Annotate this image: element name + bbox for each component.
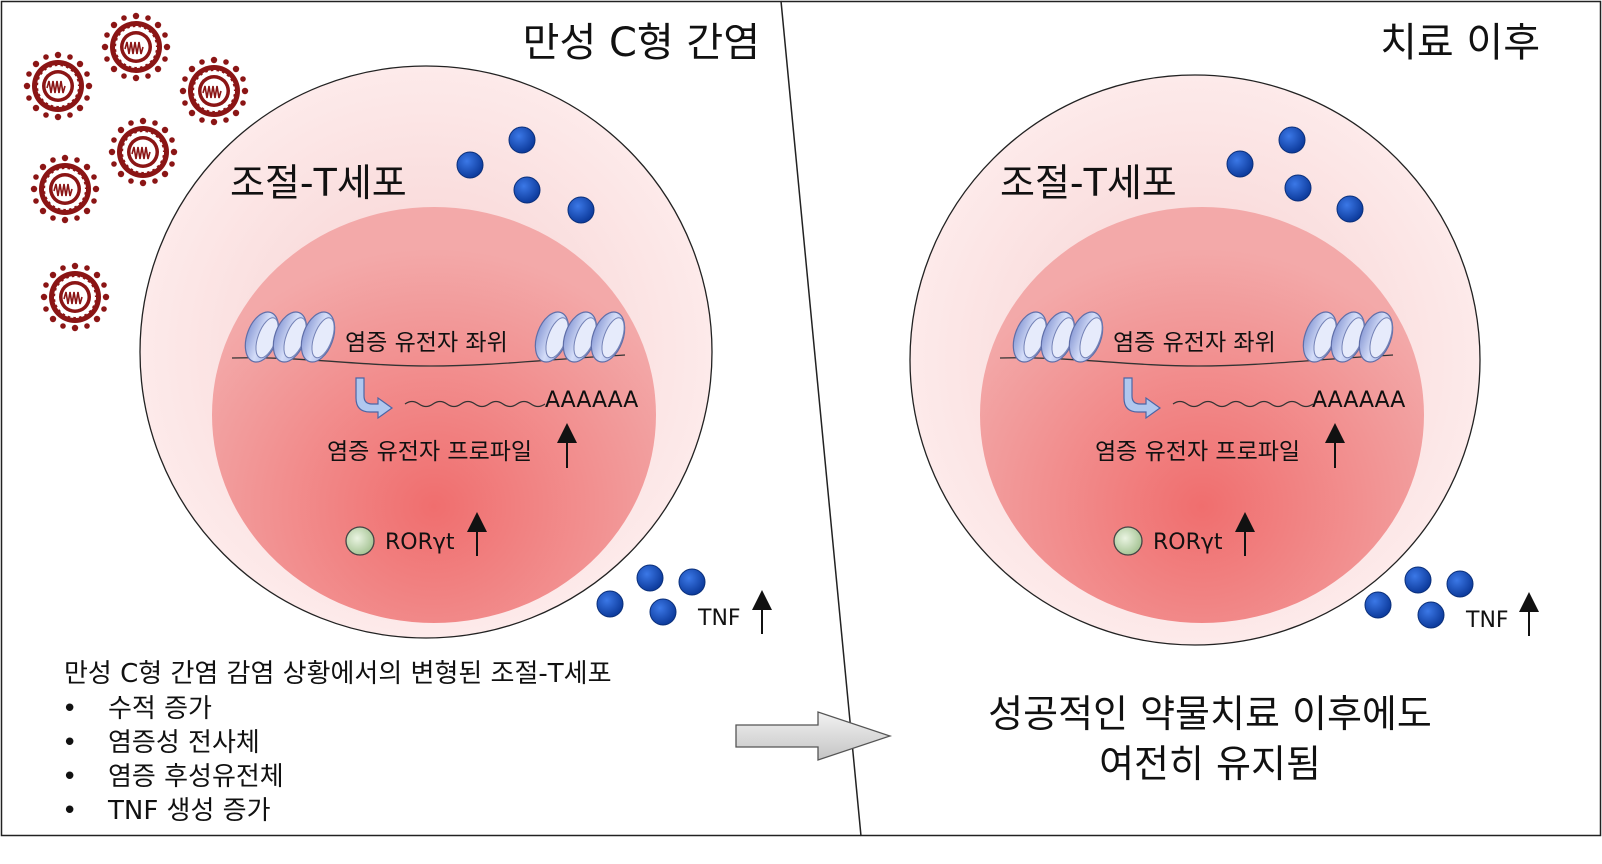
- virus-icon: [178, 55, 250, 127]
- polya-tail: AAAAAA: [545, 388, 638, 413]
- virus-icon: [39, 261, 111, 333]
- polya-tail: AAAAAA: [1312, 388, 1405, 413]
- rorgt-dot: [345, 526, 375, 556]
- rorgt-label: RORγt: [1153, 530, 1223, 555]
- summary-bullet: 수적 증가: [108, 694, 212, 724]
- locus-label: 염증 유전자 좌위: [345, 330, 508, 356]
- tnf-label: TNF: [697, 606, 741, 631]
- virus-icon: [22, 50, 94, 122]
- mrna-strand: [404, 400, 546, 408]
- summary-block: 만성 C형 간염 감염 상황에서의 변형된 조절-T세포 • 수적 증가 • 염…: [62, 659, 612, 826]
- summary-bullet: TNF 생성 증가: [107, 796, 271, 826]
- virus-icon: [29, 153, 101, 225]
- bullet-dot: •: [62, 694, 77, 724]
- tnf-dots: [1364, 566, 1474, 629]
- bullet-dot: •: [62, 728, 77, 758]
- right-panel-title: 치료 이후: [1380, 20, 1540, 66]
- cytokine-dots-top: [456, 126, 595, 224]
- summary-bullet: 염증성 전사체: [108, 728, 260, 758]
- right-treg-cell: 조절-T세포 염증 유전자 좌위 AAAAAA 염증 유전자 프로파일 RORγ…: [909, 74, 1539, 646]
- virus-icon: [107, 116, 179, 188]
- tnf-label: TNF: [1465, 608, 1509, 633]
- summary-heading: 만성 C형 간염 감염 상황에서의 변형된 조절-T세포: [64, 659, 612, 689]
- profile-label: 염증 유전자 프로파일: [327, 439, 532, 465]
- cell-label: 조절-T세포: [230, 161, 407, 205]
- locus-label: 염증 유전자 좌위: [1113, 330, 1276, 356]
- outer-frame: [0, 0, 1602, 837]
- transcription-arrow-icon: [355, 377, 394, 420]
- conclusion-line-1: 성공적인 약물치료 이후에도: [988, 692, 1432, 736]
- cell-label: 조절-T세포: [1000, 161, 1177, 205]
- panel-divider: [780, 0, 862, 837]
- block-arrow-icon: [735, 711, 893, 761]
- virus-icon: [100, 11, 172, 83]
- summary-bullet: 염증 후성유전체: [108, 762, 284, 792]
- left-treg-cell: 조절-T세포 염증 유전자 좌위 AAAAAA 염증 유전자 프로파일 RORγ…: [139, 65, 772, 639]
- left-panel-title: 만성 C형 간염: [523, 20, 760, 66]
- transcription-arrow-icon: [1123, 377, 1162, 420]
- cytokine-dots-top: [1226, 126, 1364, 223]
- rorgt-label: RORγt: [385, 530, 455, 555]
- bullet-dot: •: [62, 796, 77, 826]
- mrna-strand: [1172, 400, 1314, 408]
- rorgt-dot: [1113, 526, 1143, 556]
- conclusion-line-2: 여전히 유지됨: [1099, 742, 1321, 786]
- cell-nucleus: [980, 207, 1424, 623]
- bullet-dot: •: [62, 762, 77, 792]
- profile-label: 염증 유전자 프로파일: [1095, 439, 1300, 465]
- cell-nucleus: [212, 207, 656, 623]
- tnf-dots: [596, 564, 706, 626]
